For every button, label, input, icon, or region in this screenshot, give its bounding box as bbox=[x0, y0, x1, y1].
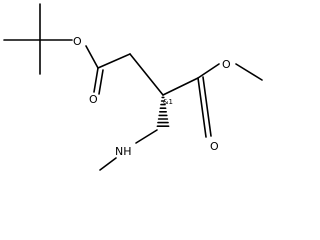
bond-carbonyl-left-double-a bbox=[93, 67, 99, 93]
hashed-wedge-bond bbox=[156, 96, 170, 127]
amine-label: NH bbox=[115, 145, 132, 158]
bond-alpha-to-nitrogen bbox=[135, 129, 158, 144]
bond-carbonyl-right-double-b bbox=[202, 76, 212, 137]
bond-carbonyl-to-ch2 bbox=[97, 53, 131, 69]
backbone bbox=[129, 53, 199, 96]
carbonyl-oxygen-right-label: O bbox=[210, 140, 219, 153]
tert-butyl-group bbox=[3, 3, 73, 75]
bond-carbonyl-right-to-oxygen bbox=[197, 63, 220, 79]
bond-carbonyl-right-double-a bbox=[197, 77, 207, 138]
bond-alpha-to-carbonyl-right bbox=[162, 77, 199, 96]
ester-oxygen-left-label: O bbox=[73, 35, 82, 48]
bond-oxygen-to-carbonyl-left bbox=[85, 45, 99, 69]
tert-butyl-ester bbox=[85, 45, 131, 95]
n-methyl-group bbox=[99, 129, 158, 171]
bond-oxygen-to-methyl bbox=[235, 63, 263, 81]
ester-oxygen-right-label: O bbox=[222, 58, 231, 71]
methyl-ester bbox=[197, 63, 263, 138]
stereo-descriptor-label: &1 bbox=[163, 98, 173, 106]
chemical-structure: O O O O NH &1 bbox=[3, 3, 263, 171]
bond-ch2-to-alpha-carbon bbox=[129, 53, 164, 96]
carbonyl-oxygen-left-label: O bbox=[89, 93, 98, 106]
bond-nitrogen-to-methyl bbox=[99, 157, 117, 171]
bond-carbonyl-left-double-b bbox=[98, 69, 104, 95]
